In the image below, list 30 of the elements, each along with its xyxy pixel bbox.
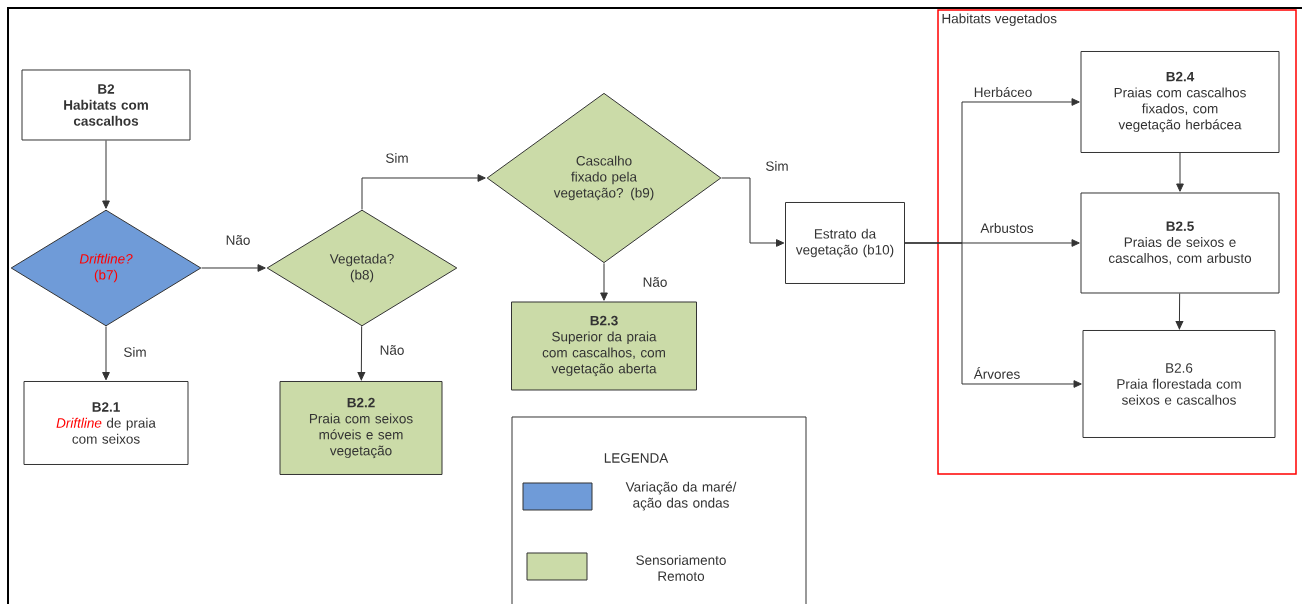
- habitat-box: B2.4 Praias com cascalhos fixados, com vegetação herbácea: [1080, 51, 1280, 153]
- edge-label: Não: [378, 344, 406, 356]
- legend-title: LEGENDA: [604, 453, 669, 463]
- edge-label: Não: [641, 276, 669, 288]
- arrow: [357, 325, 366, 381]
- edge-label: Sim: [384, 152, 410, 164]
- edge-label: Não: [224, 234, 252, 246]
- arrow: [102, 326, 110, 381]
- edge-label: Árvores: [972, 366, 1022, 380]
- arrow: [1176, 152, 1184, 192]
- edge-label: Sim: [122, 346, 148, 358]
- habitat-box: B2.5 Praias de seixos e cascalhos, com arbusto: [1080, 192, 1280, 294]
- arrow: [904, 242, 1082, 388]
- process-box: Estrato da vegetação (b10): [785, 202, 905, 284]
- habitat-box: B2.1 Driftline de praia com seixos: [23, 381, 189, 465]
- arrow: [1175, 293, 1184, 330]
- legend-text: Variação da maré/ ação das ondas: [625, 481, 737, 511]
- arrow: [721, 177, 785, 247]
- edge-label: Arbustos: [979, 222, 1035, 234]
- habitat-box: B2.3 Superior da praia com cascalhos, com vegetação aberta: [511, 301, 697, 391]
- habitat-box: B2.2 Praia com seixos móveis e sem vegetação: [279, 381, 443, 475]
- edge-label: Sim: [764, 160, 790, 172]
- arrow: [600, 262, 608, 301]
- arrow: [201, 264, 266, 272]
- arrow: [361, 174, 486, 210]
- habitat-box: B2 Habitats com cascalhos: [21, 69, 191, 141]
- arrow: [102, 140, 110, 209]
- edge-label: Herbáceo: [972, 85, 1034, 99]
- habitat-box: B2.6 Praia florestada com seixos e cascalhos: [1082, 330, 1276, 438]
- legend-text: Sensoriamento Remoto: [636, 555, 726, 581]
